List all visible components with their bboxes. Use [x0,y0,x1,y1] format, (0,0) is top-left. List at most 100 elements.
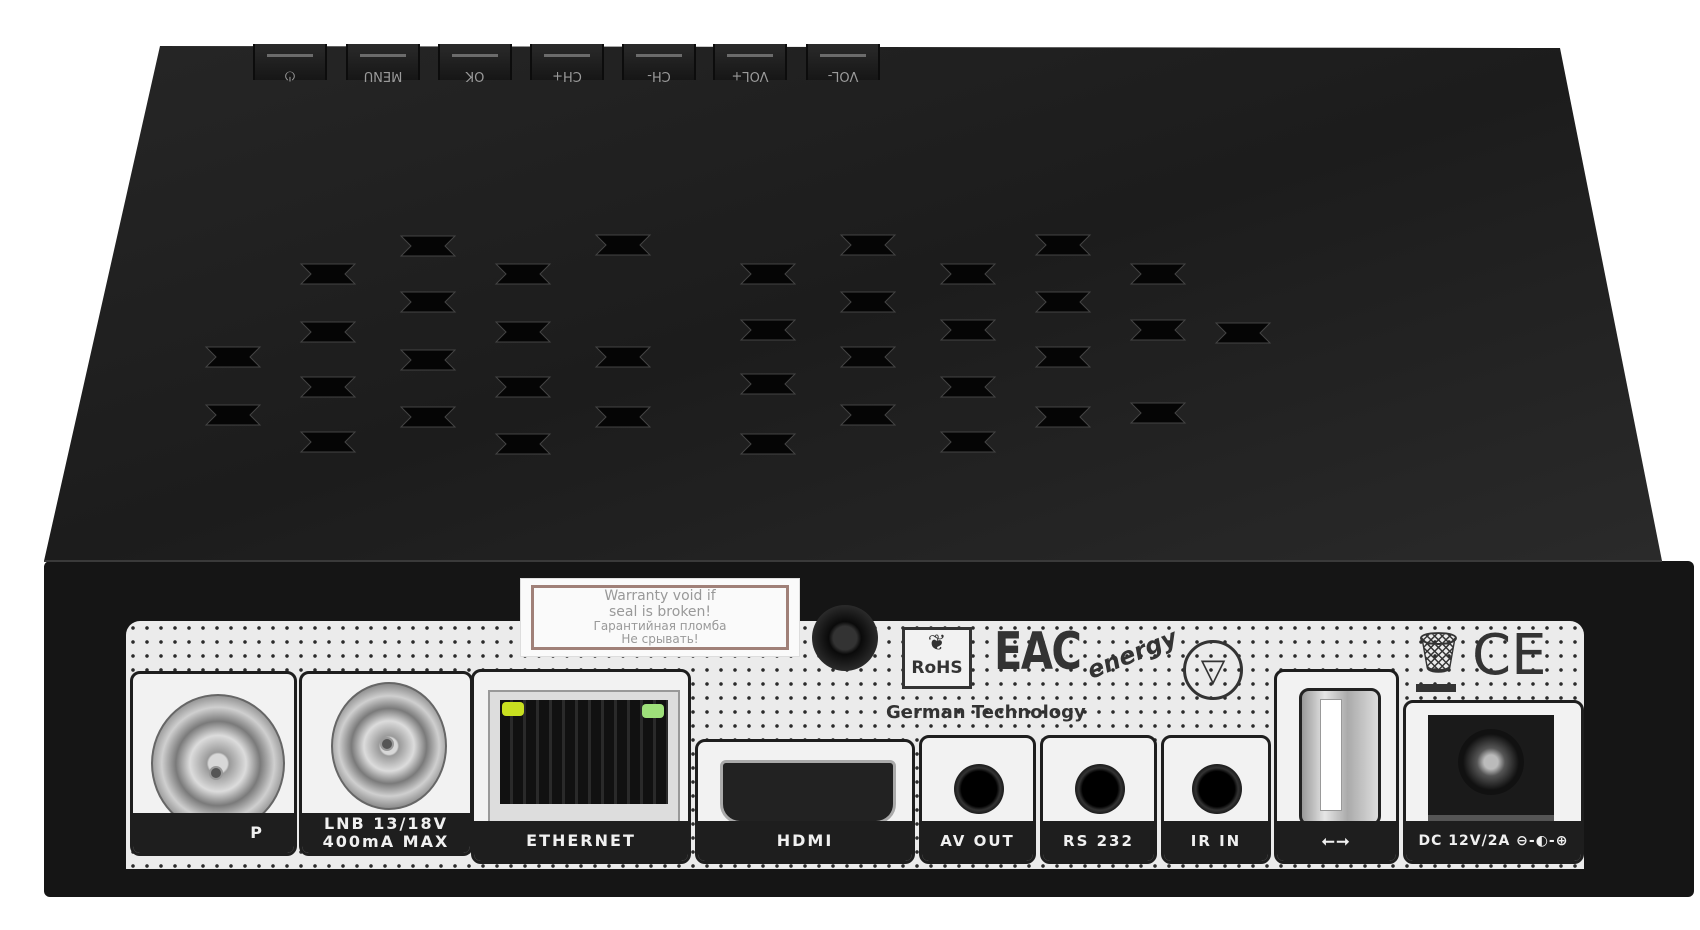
top-button-ch-plus[interactable]: CH+ [530,44,604,83]
top-button-ch-minus[interactable]: CH- [622,44,696,83]
vent-slot [1125,262,1191,285]
port-label: DC 12V/2A ⊖-◐-⊕ [1406,821,1581,861]
vent-slot [200,345,266,368]
vent-slot [490,262,556,285]
port-label: P [133,813,294,853]
button-label: OK [465,68,485,83]
button-label: CH- [647,68,671,83]
vent-slot [735,318,801,341]
lnb-label-2: 400mA MAX [322,832,450,851]
loop-out-port[interactable]: P [130,671,297,856]
eac-logo: EAC [994,622,1082,682]
port-label: RS 232 [1043,821,1154,861]
port-label: HDMI [698,821,912,861]
button-label: CH+ [552,68,582,83]
button-ridge [636,54,682,57]
vent-slot [1210,321,1276,344]
ukraine-conformity-icon: ▽ [1183,640,1243,700]
vent-slot [1030,405,1096,428]
vent-slot [835,345,901,368]
audio-jack[interactable] [1075,764,1125,814]
vent-slot [735,372,801,395]
top-button-menu[interactable]: MENU [346,44,420,83]
button-label: VOL+ [731,68,769,83]
warranty-sticker: Warranty void if seal is broken! Гаранти… [520,578,800,657]
vent-slot [935,375,1001,398]
vent-slot [395,290,461,313]
vent-slot [590,405,656,428]
dc-pin [1458,729,1524,795]
rohs-text: RoHS [911,658,963,678]
rohs-logo: ❦ RoHS [902,627,972,689]
top-button-power[interactable]: ⏻ [253,44,327,83]
vent-slot [1030,290,1096,313]
hdmi-port[interactable]: HDMI [695,739,915,864]
sticker-text: Warranty void if [604,588,716,604]
av-out-port[interactable]: AV OUT [919,735,1036,864]
button-ridge [727,54,773,57]
vent-slot [835,233,901,256]
vent-slot [490,320,556,343]
button-ridge [267,54,313,57]
vent-slot [295,262,361,285]
screw-icon [812,605,878,671]
vent-slot [835,290,901,313]
vent-slot [590,345,656,368]
vent-slot [395,348,461,371]
audio-jack[interactable] [954,764,1004,814]
top-button-vol-plus[interactable]: VOL+ [713,44,787,83]
ce-mark: CE [1472,623,1547,688]
ir-in-port[interactable]: IR IN [1161,735,1271,864]
audio-jack[interactable] [1192,764,1242,814]
lnb-in-port[interactable]: LNB 13/18V 400mA MAX [299,671,473,856]
rj45-housing [488,690,680,824]
german-technology-text: German Technology [886,702,1086,723]
rj45-socket [500,700,668,804]
top-button-vol-minus[interactable]: VOL- [806,44,880,83]
connector-pin [380,737,394,751]
top-button-ok[interactable]: OK [438,44,512,83]
sticker-text: Гарантийная пломба [593,619,727,633]
hdmi-socket [720,760,896,824]
button-label: VOL- [827,68,859,83]
dc-power-port[interactable]: DC 12V/2A ⊖-◐-⊕ [1403,700,1584,864]
port-label: ETHERNET [474,821,688,861]
usb-port[interactable]: ⭠⭢ [1274,669,1399,864]
polarity-icon: ⊖-◐-⊕ [1516,833,1569,849]
ethernet-port[interactable]: ETHERNET [471,669,691,864]
usb-socket [1299,688,1381,826]
vent-slot [295,375,361,398]
button-label: MENU [363,68,403,83]
rs232-port[interactable]: RS 232 [1040,735,1157,864]
button-ridge [452,54,498,57]
vent-slot [490,432,556,455]
sticker-text: Не срывать! [621,632,699,646]
vent-slot [1030,233,1096,256]
vent-slot [590,233,656,256]
vent-slot [295,430,361,453]
led-right [642,704,664,718]
vent-slot [395,405,461,428]
port-label: AV OUT [922,821,1033,861]
vent-slot [935,430,1001,453]
vent-slot [200,403,266,426]
button-ridge [360,54,406,57]
vent-slot [490,375,556,398]
vent-slot [935,262,1001,285]
weee-bar [1416,684,1456,692]
port-label: IR IN [1164,821,1268,861]
dc-rating: DC 12V/2A [1418,833,1511,849]
vent-slot [1125,401,1191,424]
led-left [502,702,524,716]
weee-bin-icon: 🗑 [1413,630,1464,676]
lnb-label-1: LNB 13/18V [323,814,449,833]
vent-slot [1125,318,1191,341]
button-ridge [820,54,866,57]
button-ridge [544,54,590,57]
usb-tongue [1320,699,1342,811]
power-icon: ⏻ [284,68,296,83]
vent-slot [295,320,361,343]
connector-pin [209,766,223,780]
dc-jack [1428,715,1554,821]
usb-icon: ⭠⭢ [1277,821,1396,861]
